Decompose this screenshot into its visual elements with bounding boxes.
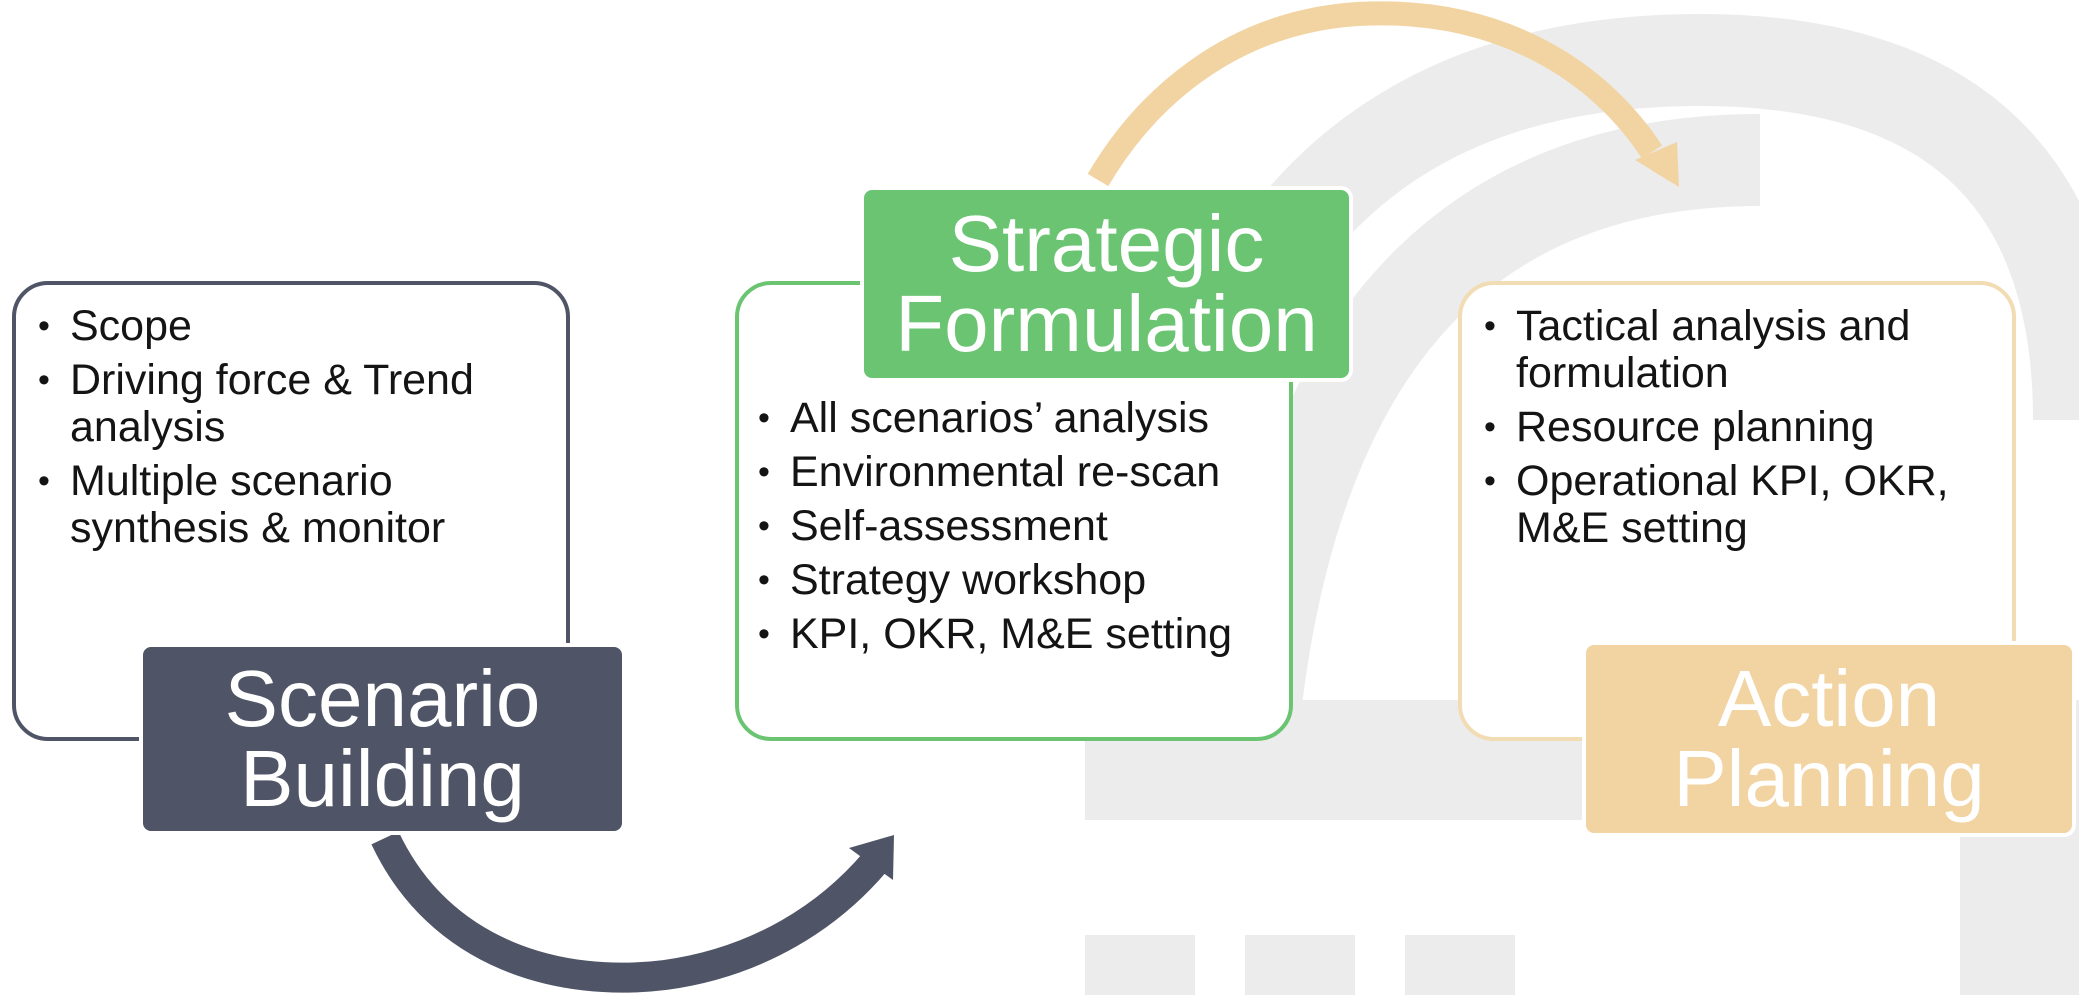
title-line: Formulation [895,279,1318,368]
scenario-building-list: Scope Driving force & Trend analysis Mul… [34,303,550,552]
title-line: Action [1717,654,1941,743]
arrowhead-icon [1635,142,1679,187]
list-item: Resource planning [1480,404,2000,452]
arrowhead-icon [849,835,894,880]
list-item: Multiple scenario synthesis & monitor [34,458,550,552]
list-item: Strategy workshop [754,557,1277,605]
title-line: Scenario [224,654,541,743]
title-line: Strategic [948,199,1265,288]
connector-arrow-1 [371,831,894,993]
connector-arrow-2 [1087,1,1679,187]
list-item: Environmental re-scan [754,449,1277,497]
curved-arrow-icon [1087,1,1663,187]
strategic-formulation-title: Strategic Formulation [860,186,1353,382]
action-planning-list: Tactical analysis and formulation Resour… [1480,303,2000,552]
action-planning-title: Action Planning [1582,641,2076,837]
list-item: Driving force & Trend analysis [34,357,550,451]
scenario-building-title: Scenario Building [139,643,626,835]
title-line: Building [240,734,525,823]
list-item: Self-assessment [754,503,1277,551]
list-item: Operational KPI, OKR, M&E setting [1480,458,2000,552]
curved-arrow-icon [371,831,887,993]
list-item: Tactical analysis and formulation [1480,303,2000,397]
list-item: Scope [34,303,550,351]
title-line: Planning [1673,734,1985,823]
list-item: KPI, OKR, M&E setting [754,611,1277,659]
list-item: All scenarios’ analysis [754,395,1277,443]
strategic-formulation-list: All scenarios’ analysis Environmental re… [754,395,1277,659]
